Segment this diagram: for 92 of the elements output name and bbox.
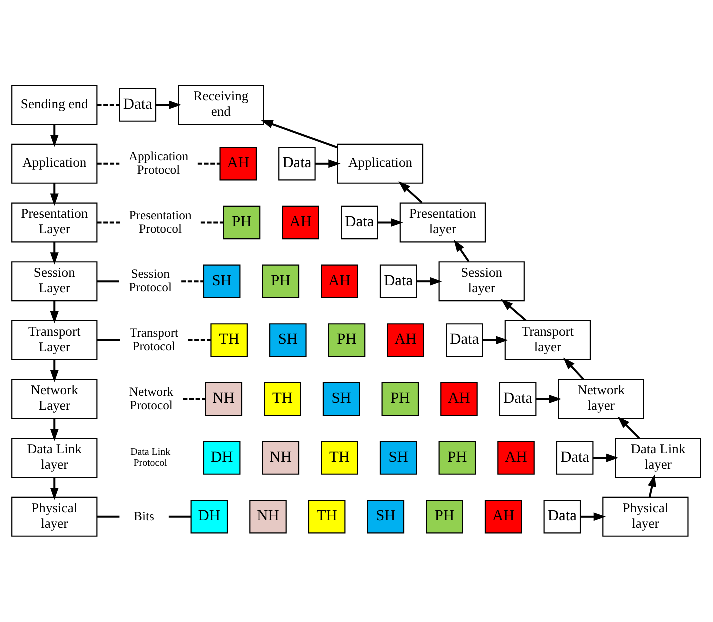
node-box: SH (367, 500, 405, 534)
arrow (50, 124, 59, 148)
node-box: Session Layer (12, 262, 98, 302)
arrow (261, 120, 338, 149)
arrow (416, 277, 442, 286)
node-text: Bits (134, 509, 154, 524)
node-box: NH (250, 500, 287, 534)
arrow (648, 474, 656, 498)
arrow (315, 160, 341, 168)
node-box: TH (321, 441, 358, 475)
arrow (398, 181, 423, 204)
node-text: Transport Protocol (130, 326, 179, 354)
node-box: PH (262, 264, 300, 298)
node-box: AH (282, 206, 320, 240)
arrow (501, 299, 527, 322)
node-box: Data Link layer (615, 438, 702, 478)
arrow (618, 416, 640, 439)
node-box: Data (380, 264, 418, 298)
node-box: NH (262, 441, 300, 475)
node-box: AH (220, 147, 258, 181)
node-box: Application (12, 144, 98, 184)
node-box: Application (337, 144, 424, 184)
node-box: AH (484, 500, 522, 534)
node-box: TH (210, 324, 248, 358)
node-box: SH (380, 441, 418, 475)
arrow (580, 512, 606, 522)
node-text: Application Protocol (128, 149, 189, 178)
node-box: SH (322, 382, 360, 416)
node-box: PH (328, 324, 366, 358)
node-text: Session Protocol (129, 267, 172, 295)
connector (97, 339, 120, 342)
arrow (536, 395, 562, 404)
arrow (50, 478, 59, 500)
connector (182, 280, 204, 283)
node-box: Network layer (558, 379, 644, 420)
node-box: Data Link layer (12, 438, 98, 478)
node-box: Presentation layer (400, 202, 486, 243)
node-box: Data (556, 441, 594, 475)
node-box: Sending end (12, 85, 98, 126)
node-box: AH (440, 382, 478, 416)
node-box: Session layer (438, 262, 525, 302)
node-box: Data (278, 147, 316, 181)
node-box: PH (223, 206, 261, 240)
arrow (593, 454, 619, 462)
arrow (50, 301, 59, 324)
connector (198, 162, 220, 165)
arrow (50, 242, 59, 265)
node-box: TH (308, 500, 346, 534)
node-box: Transport layer (504, 320, 592, 360)
connector (97, 516, 120, 518)
arrow (563, 358, 584, 380)
connector (183, 398, 206, 400)
node-box: Data (341, 206, 378, 240)
arrow (378, 218, 404, 227)
node-box: Data (499, 382, 537, 416)
node-box: Transport Layer (12, 320, 98, 360)
node-box: Physical layer (602, 496, 689, 537)
arrow (50, 184, 59, 206)
node-box: AH (387, 324, 424, 358)
arrow (454, 240, 470, 262)
node-box: AH (321, 264, 358, 298)
connector (188, 339, 212, 342)
node-box: DH (190, 500, 228, 534)
node-box: PH (438, 441, 476, 475)
node-box: PH (382, 382, 420, 416)
node-box: Network Layer (12, 379, 98, 420)
node-box: Presentation Layer (12, 202, 98, 243)
arrow (482, 336, 508, 345)
node-box: Data (544, 500, 582, 534)
arrow (50, 418, 59, 442)
node-box: Data (119, 88, 157, 122)
node-box: Data (446, 324, 484, 358)
connector (200, 222, 224, 224)
node-text: Network Protocol (129, 384, 174, 412)
node-box: SH (270, 324, 307, 358)
node-box: Physical layer (12, 496, 98, 537)
connector (97, 104, 120, 106)
node-box: NH (205, 382, 243, 416)
connector (97, 222, 120, 224)
connector (97, 280, 120, 283)
node-text: Data Link Protocol (130, 447, 171, 470)
node-box: PH (426, 500, 464, 534)
node-box: Receiving end (178, 85, 264, 126)
node-box: AH (498, 441, 535, 475)
connector (97, 162, 120, 165)
node-box: TH (264, 382, 302, 416)
arrow (50, 360, 59, 382)
node-box: SH (203, 264, 241, 298)
node-text: Presentation Protocol (129, 208, 192, 236)
node-box: DH (203, 441, 241, 475)
arrow (156, 100, 182, 110)
connector (168, 516, 192, 518)
